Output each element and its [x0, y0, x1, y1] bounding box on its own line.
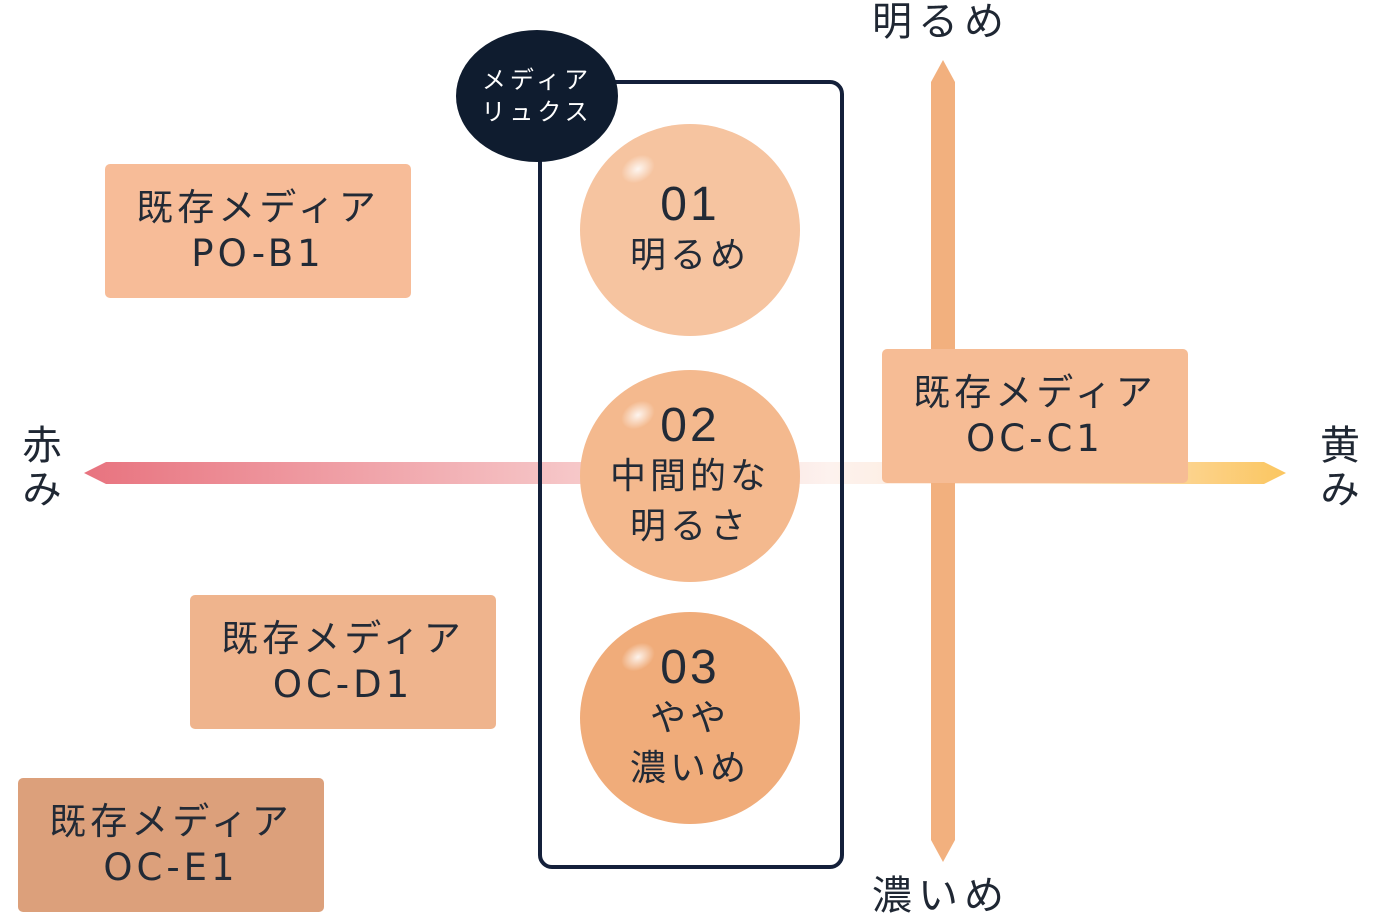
media-luxe-badge: メディア リュクス	[456, 30, 618, 162]
shade-number: 02	[660, 399, 720, 452]
shade-circle-02: 02 中間的な 明るさ	[580, 370, 800, 582]
existing-media-title: 既存メディア	[913, 371, 1157, 414]
existing-media-po-b1: 既存メディア PO-B1	[105, 164, 411, 298]
shade-circle-03: 03 やや 濃いめ	[580, 612, 800, 824]
existing-media-code: OC-C1	[966, 417, 1104, 460]
shade-label-line2: 明るさ	[629, 506, 750, 547]
existing-media-title: 既存メディア	[136, 186, 380, 229]
badge-line1: メディア	[481, 66, 593, 94]
highlight-shine	[615, 394, 661, 436]
shade-label: 明るめ	[629, 235, 750, 276]
highlight-shine	[615, 148, 661, 190]
shade-number: 03	[660, 641, 720, 694]
shade-number: 01	[660, 178, 720, 231]
shade-label-line2: 濃いめ	[629, 748, 750, 789]
existing-media-oc-e1: 既存メディア OC-E1	[18, 778, 324, 912]
badge-line2: リュクス	[481, 98, 593, 126]
highlight-shine	[615, 636, 661, 678]
shade-circle-01: 01 明るめ	[580, 124, 800, 336]
existing-media-title: 既存メディア	[221, 617, 465, 660]
shade-label: やや	[649, 698, 730, 739]
existing-media-code: PO-B1	[191, 232, 325, 275]
existing-media-title: 既存メディア	[49, 800, 293, 843]
axis-label-right: 黄み	[1313, 424, 1359, 512]
media-luxe-frame	[538, 80, 844, 869]
existing-media-oc-c1: 既存メディア OC-C1	[882, 349, 1188, 483]
axis-label-top: 明るめ	[872, 0, 1010, 45]
existing-media-code: OC-D1	[272, 663, 414, 706]
existing-media-code: OC-E1	[103, 846, 239, 889]
axis-label-left: 赤み	[15, 424, 61, 512]
existing-media-oc-d1: 既存メディア OC-D1	[190, 595, 496, 729]
axis-label-bottom: 濃いめ	[872, 873, 1010, 919]
shade-label: 中間的な	[609, 456, 770, 497]
